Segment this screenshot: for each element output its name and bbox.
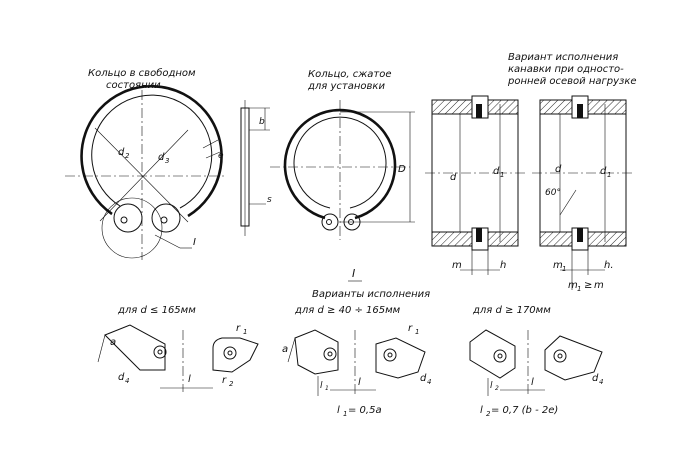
label-b: b <box>259 117 265 127</box>
variants-heading: Варианты исполнения <box>312 289 430 300</box>
title-variant-line1: Вариант исполнения <box>508 52 618 63</box>
svg-text:1: 1 <box>577 285 581 293</box>
label-D: D <box>398 164 406 175</box>
svg-text:1: 1 <box>415 328 419 336</box>
label-rule-m1: m <box>568 280 578 291</box>
variant-2-a: a <box>282 344 288 355</box>
svg-text:= 0,5a: = 0,5a <box>348 405 382 416</box>
title-variant-line3: ронней осевой нагрузке <box>507 76 637 87</box>
label-d1: d <box>493 166 500 177</box>
label-s: s <box>267 195 272 205</box>
groove-section-left: d d 1 m h <box>425 95 525 275</box>
svg-text:2: 2 <box>495 385 499 392</box>
variant-2: для d ≥ 40 ÷ 165мм a r 1 d 4 l l 1 l 1 =… <box>282 305 431 418</box>
label-rule-m: m <box>594 280 604 291</box>
svg-text:2: 2 <box>229 380 234 388</box>
svg-text:2: 2 <box>486 410 491 418</box>
svg-text:4: 4 <box>125 377 129 385</box>
svg-text:= 0,7 (b - 2e): = 0,7 (b - 2e) <box>491 405 558 416</box>
variant-3: для d ≥ 170мм d 4 l l 2 l 2 = 0,7 (b - 2… <box>469 305 603 418</box>
label-d: d <box>450 172 457 183</box>
variant-1-r2: r <box>222 375 227 386</box>
title-free-state-line1: Кольцо в свободном <box>88 67 196 79</box>
variant-3-condition: для d ≥ 170мм <box>472 305 551 316</box>
title-variant-groove: Вариант исполнения канавки при односто- … <box>507 52 637 87</box>
label-rule-ge: ≥ <box>584 280 592 291</box>
svg-text:4: 4 <box>599 378 603 386</box>
variant-3-formula: l <box>480 405 483 416</box>
title-free-state-line2: состоянии <box>106 80 161 91</box>
svg-text:1: 1 <box>243 328 247 336</box>
svg-text:2: 2 <box>125 152 130 160</box>
label-leader-I: I <box>193 237 196 248</box>
variant-1-a: a <box>110 337 116 348</box>
label-h-dot: h. <box>604 260 614 271</box>
detail-I-heading: I <box>352 267 355 280</box>
ring-free-state: d 2 d 3 e I <box>65 84 225 260</box>
variant-1: для d ≤ 165мм a d 4 r 1 r 2 l <box>97 305 259 392</box>
groove-section-right: 60° d d 1 m 1 h. m 1 ≥ m <box>532 95 632 293</box>
label-d-right: d <box>555 164 562 175</box>
label-h: h <box>500 260 506 271</box>
variant-1-condition: для d ≤ 165мм <box>117 305 196 316</box>
label-angle: 60° <box>545 188 561 198</box>
variant-1-d4: d <box>118 372 125 383</box>
ring-compressed: D <box>270 100 415 240</box>
label-m1: m <box>553 260 563 271</box>
variant-2-l: l <box>358 377 361 388</box>
svg-text:1: 1 <box>562 265 566 273</box>
svg-text:4: 4 <box>427 378 431 386</box>
variant-3-l: l <box>531 377 534 388</box>
label-m: m <box>452 260 462 271</box>
title-compressed-line2: для установки <box>307 81 385 92</box>
variant-2-r1: r <box>408 323 413 334</box>
label-d2: d <box>118 147 125 158</box>
label-d1-right: d <box>600 166 607 177</box>
variant-1-l: l <box>188 374 191 385</box>
variant-2-condition: для d ≥ 40 ÷ 165мм <box>294 305 401 316</box>
svg-text:3: 3 <box>165 157 169 165</box>
svg-text:1: 1 <box>325 385 329 392</box>
label-d3: d <box>158 152 165 163</box>
variant-2-d4: d <box>420 373 427 384</box>
label-e: e <box>218 151 224 161</box>
svg-text:1: 1 <box>500 171 504 179</box>
variant-3-d4: d <box>592 373 599 384</box>
svg-text:1: 1 <box>607 171 611 179</box>
title-free-state: Кольцо в свободном состоянии <box>88 67 196 91</box>
variant-2-formula: l <box>337 405 340 416</box>
variant-2-l1: l <box>320 381 323 391</box>
variant-3-l2: l <box>490 381 493 391</box>
ring-side-view: b s <box>240 100 272 236</box>
title-compressed-line1: Кольцо, сжатое <box>308 69 392 80</box>
variant-1-r1: r <box>236 323 241 334</box>
title-compressed: Кольцо, сжатое для установки <box>307 69 392 92</box>
svg-text:1: 1 <box>343 410 347 418</box>
title-variant-line2: канавки при односто- <box>508 64 624 75</box>
